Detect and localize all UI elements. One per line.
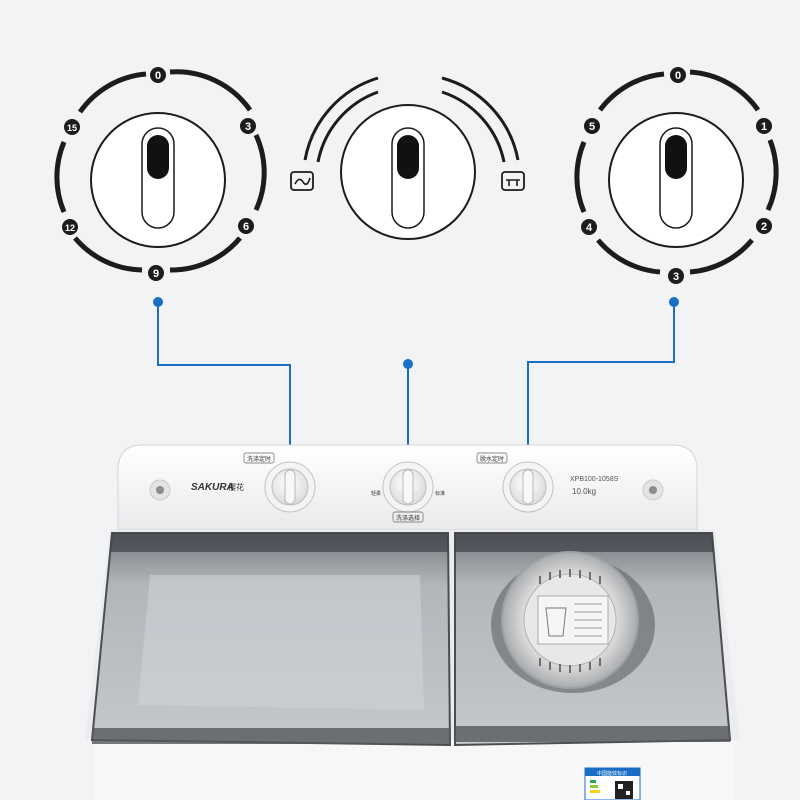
washing-machine: SAKURA 樱花 洗涤定时 洗涤选择 脱水定时 轻柔 标准 XPB100-10… [85,444,740,800]
left-dial-tick-15: 15 [67,123,77,133]
drum-vents [539,569,601,673]
left-dial-tick-12: 12 [65,223,75,233]
left-knob-label: 洗涤定时 [247,455,271,463]
left-dial-tick-6: 6 [243,221,249,233]
left-dial-tick-0: 0 [155,70,161,82]
center-knob-label: 洗涤选择 [396,514,420,522]
center-knob-right-label: 标准 [435,490,445,497]
standard-wash-icon [501,171,525,191]
brand-name: SAKURA [191,482,234,493]
connector-dots [153,297,679,461]
center-knob[interactable] [382,461,434,513]
left-dial-tick-9: 9 [153,268,159,280]
center-knob-left-label: 轻柔 [371,490,381,497]
center-dial-diagram [290,76,525,240]
right-dial-tick-2: 2 [761,221,767,233]
gentle-wash-icon [290,171,314,191]
right-dial-tick-4: 4 [586,222,593,234]
spin-tub-lid[interactable] [454,532,732,747]
capacity: 10.0kg [572,487,596,496]
energy-label: 中国能效标识 [584,767,641,800]
connector-lines [157,302,675,455]
right-dial-tick-3: 3 [673,271,679,283]
brand-name-cn: 樱花 [228,482,244,492]
energy-label-title: 中国能效标识 [597,770,627,777]
wash-tub-lid[interactable] [90,532,452,747]
left-knob[interactable] [264,461,316,513]
model-number: XPB100-1058S [570,476,619,483]
right-knob-label: 脱水定时 [480,455,504,463]
right-dial-tick-1: 1 [761,121,767,133]
left-dial-diagram: 0 3 6 9 12 15 [54,67,267,281]
left-dial-tick-3: 3 [245,121,251,133]
right-knob[interactable] [502,461,554,513]
right-dial-tick-0: 0 [675,70,681,82]
right-dial-diagram: 0 1 2 3 4 5 [574,67,779,284]
right-dial-tick-5: 5 [589,121,595,133]
